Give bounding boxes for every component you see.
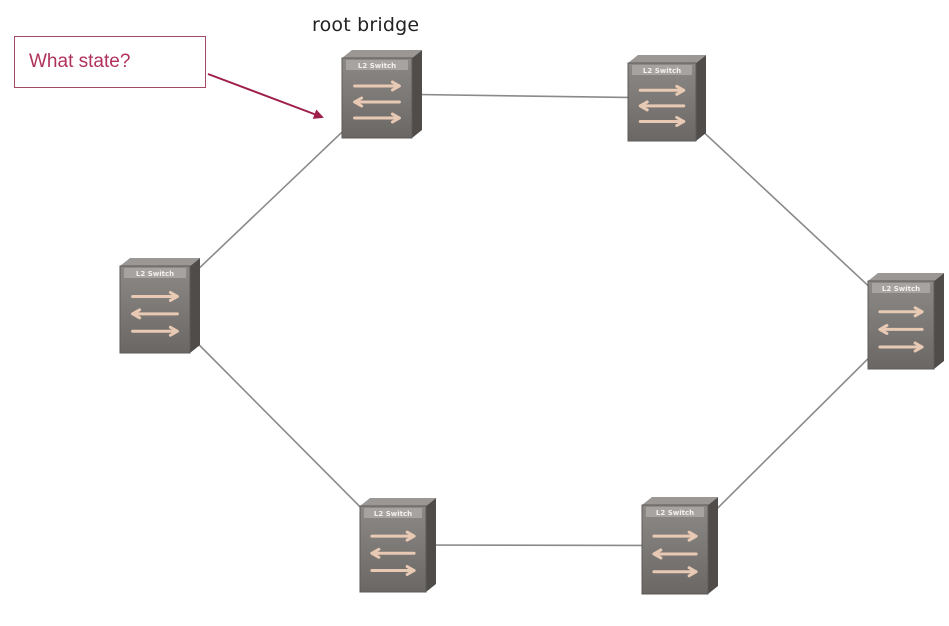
switch-top-face — [342, 50, 422, 58]
callout-text: What state? — [29, 51, 131, 72]
switch-arrow-icon — [638, 84, 686, 96]
switch-side-face — [934, 273, 944, 369]
switch-front-face — [867, 280, 935, 370]
switch-top-face — [628, 55, 706, 63]
switch-arrow-icon — [131, 308, 179, 320]
switch-arrow-icon — [638, 100, 686, 112]
switch-top-face — [642, 497, 718, 505]
switch-arrow-icon — [652, 530, 698, 542]
switch-label: L2 Switch — [882, 285, 920, 293]
switch-sw-bottom-left: L2 Switch — [359, 498, 436, 593]
switch-sw-top-right: L2 Switch — [627, 55, 706, 142]
switch-label-band — [872, 283, 930, 293]
switch-label: L2 Switch — [643, 67, 681, 75]
switch-side-face — [190, 258, 200, 353]
switch-arrow-icon — [638, 116, 686, 127]
switch-side-face — [426, 498, 436, 592]
switch-front-face — [641, 504, 709, 595]
switch-arrow-icon — [370, 547, 416, 559]
switch-label: L2 Switch — [656, 509, 694, 517]
root-bridge-label: root bridge — [312, 14, 420, 36]
switch-label-band — [364, 508, 422, 518]
switch-side-face — [412, 50, 422, 138]
switch-arrow-icon — [878, 306, 924, 318]
switch-top-face — [360, 498, 436, 506]
switch-sw-left: L2 Switch — [119, 258, 200, 354]
switch-arrow-icon — [131, 290, 179, 302]
what-state-callout: What state? — [14, 36, 206, 88]
link-sw-bottom-left-sw-left — [159, 304, 399, 546]
switch-top-face — [868, 273, 944, 281]
switch-arrow-icon — [652, 548, 698, 560]
switch-label: L2 Switch — [374, 510, 412, 518]
switch-arrow-icon — [652, 566, 698, 578]
switch-label-band — [124, 268, 186, 278]
switch-label: L2 Switch — [136, 270, 174, 278]
switch-sw-right: L2 Switch — [867, 273, 944, 370]
switch-front-face — [627, 62, 697, 142]
link-sw-root-sw-top-right — [381, 93, 668, 99]
links-layer — [159, 93, 907, 547]
switch-layer: L2 Switch L2 Switch L2 Switch L2 Switch L2 S… — [119, 50, 944, 595]
switch-arrow-icon — [353, 112, 401, 124]
switch-arrow-icon — [878, 323, 924, 335]
callout-arrow — [207, 73, 324, 119]
switch-arrow-icon — [370, 530, 416, 542]
switch-side-face — [696, 55, 706, 141]
switch-arrow-icon — [353, 80, 401, 92]
switch-side-face — [708, 497, 718, 594]
switch-label: L2 Switch — [358, 62, 396, 70]
link-sw-top-right-sw-right — [666, 97, 907, 322]
switch-top-face — [120, 258, 200, 266]
switch-sw-root-root: L2 Switch — [341, 50, 422, 139]
switch-arrow-icon — [370, 565, 416, 576]
switch-front-face — [359, 505, 427, 593]
switch-label-band — [346, 60, 408, 70]
switch-arrow-icon — [131, 325, 179, 337]
link-sw-bottom-right-sw-bottom-left — [397, 544, 681, 547]
switch-label-band — [646, 507, 704, 517]
switch-label-band — [632, 65, 692, 75]
switch-arrow-icon — [353, 96, 401, 108]
switch-front-face — [119, 265, 191, 354]
switch-arrow-icon — [878, 341, 924, 353]
switch-sw-bottom-right: L2 Switch — [641, 497, 718, 595]
switch-front-face — [341, 57, 413, 139]
